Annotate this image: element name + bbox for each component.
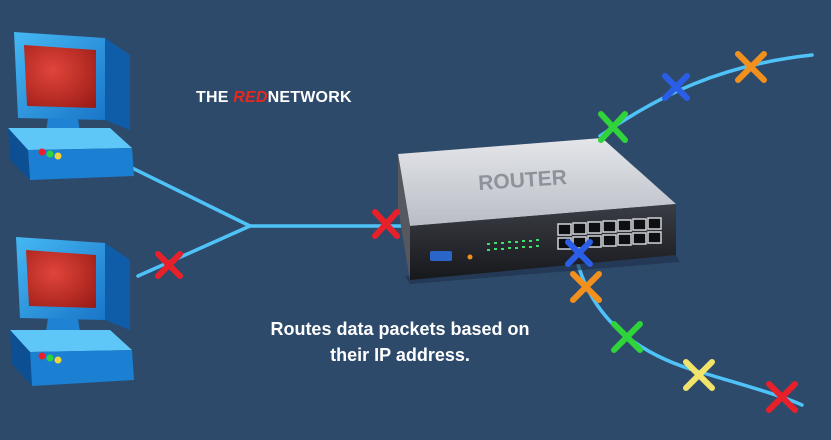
cable-bottom-computer bbox=[136, 224, 252, 278]
computer-bottom bbox=[10, 237, 134, 386]
desktop-case-front bbox=[30, 350, 134, 386]
status-light-red bbox=[38, 148, 46, 156]
monitor-screen bbox=[24, 45, 96, 108]
router-shadow bbox=[405, 255, 680, 284]
desktop-case-top bbox=[10, 330, 132, 352]
desktop-case-top bbox=[8, 128, 132, 150]
packet-red-router-input bbox=[372, 209, 400, 239]
title-prefix: THE bbox=[196, 89, 229, 106]
status-light-green bbox=[46, 150, 54, 158]
title-suffix: NETWORK bbox=[267, 89, 352, 106]
status-light-green bbox=[46, 354, 54, 362]
router-power-button bbox=[430, 251, 452, 261]
desktop-case-side bbox=[8, 128, 30, 180]
packet-orange-upper bbox=[735, 51, 767, 83]
packet-yellow-lower bbox=[683, 359, 715, 391]
packet-blue-lower bbox=[565, 239, 593, 267]
cable-upper-right bbox=[598, 53, 814, 138]
packet-green-lower bbox=[611, 321, 643, 353]
title-highlight: RED bbox=[233, 89, 268, 106]
network-title: THE REDNETWORK bbox=[196, 89, 352, 107]
monitor-side bbox=[105, 38, 130, 130]
computer-top bbox=[8, 32, 134, 180]
status-light-red bbox=[38, 352, 46, 360]
desktop-case-side bbox=[10, 330, 32, 386]
data-packets bbox=[155, 51, 798, 413]
router-caption: Routes data packets based on their IP ad… bbox=[270, 319, 530, 365]
packet-blue-upper bbox=[662, 73, 690, 101]
cable-top-computer bbox=[110, 156, 252, 228]
packet-orange-lower bbox=[570, 271, 602, 303]
router-top bbox=[398, 138, 676, 226]
packet-green-upper-1 bbox=[598, 111, 628, 143]
router-status-led bbox=[467, 254, 473, 260]
status-light-yellow bbox=[54, 152, 62, 160]
status-light-yellow bbox=[54, 356, 62, 364]
router-ethernet-ports bbox=[557, 217, 662, 250]
router: ROUTER bbox=[398, 138, 680, 284]
packet-red-left-cable bbox=[155, 251, 183, 279]
router-left-side bbox=[398, 154, 410, 280]
monitor-screen bbox=[26, 250, 96, 308]
packet-red-lower bbox=[766, 381, 798, 413]
monitor-stand bbox=[46, 318, 80, 332]
monitor-side bbox=[105, 243, 130, 330]
router-indicator-lights bbox=[487, 239, 539, 251]
